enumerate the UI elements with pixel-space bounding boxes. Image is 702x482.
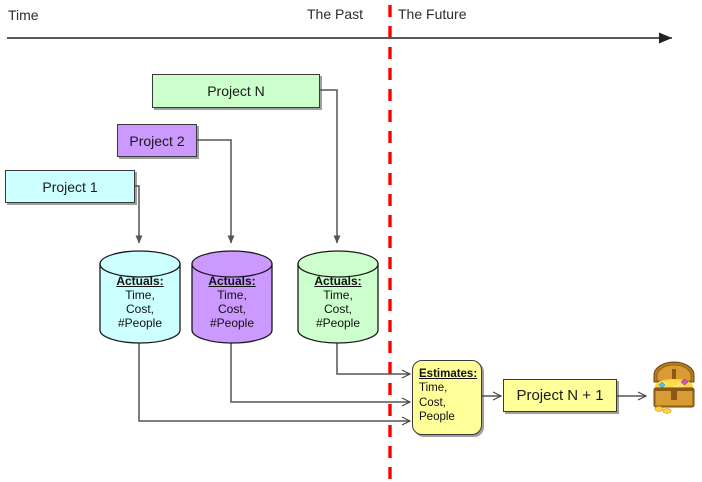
project-box-label: Project 1: [42, 178, 98, 195]
time-axis-label: Time: [8, 7, 39, 23]
actuals-cylinder-1[interactable]: Actuals: Time, Cost, #People: [98, 250, 182, 344]
connector-actuals3-to-estimates: [336, 341, 412, 379]
future-label: The Future: [398, 6, 467, 22]
actuals-cylinder-3[interactable]: Actuals: Time, Cost, #People: [296, 250, 380, 344]
project-box-projectN[interactable]: Project N: [152, 74, 320, 108]
actuals-cylinder-2[interactable]: Actuals: Time, Cost, #People: [190, 250, 274, 344]
cylinder-shape: [99, 250, 181, 344]
project-box-label: Project N: [207, 83, 265, 99]
connector-actuals1-to-estimates: [138, 341, 412, 426]
estimates-line-time: Time,: [419, 382, 448, 395]
estimates-header: Estimates:: [419, 368, 478, 380]
estimates-box[interactable]: Estimates: Time, Cost, People: [412, 360, 482, 435]
project-box-label: Project 2: [129, 132, 185, 149]
project-box-project2[interactable]: Project 2: [117, 124, 197, 157]
connector-project2-to-actuals2: [197, 139, 235, 244]
estimates-line-people: People: [419, 411, 455, 424]
connector-projectN-to-actuals3: [320, 89, 341, 244]
estimates-line-cost: Cost,: [419, 396, 446, 409]
cylinder-shape: [191, 250, 273, 344]
connector-actuals2-to-estimates: [230, 341, 412, 407]
connector-project1-to-actuals1: [135, 185, 143, 244]
cylinder-shape: [297, 250, 379, 344]
next-project-label: Project N + 1: [516, 387, 604, 404]
past-label: The Past: [307, 6, 364, 22]
project-box-project1[interactable]: Project 1: [5, 170, 135, 203]
next-project-box[interactable]: Project N + 1: [503, 379, 617, 412]
treasure-chest-icon: [645, 358, 702, 416]
